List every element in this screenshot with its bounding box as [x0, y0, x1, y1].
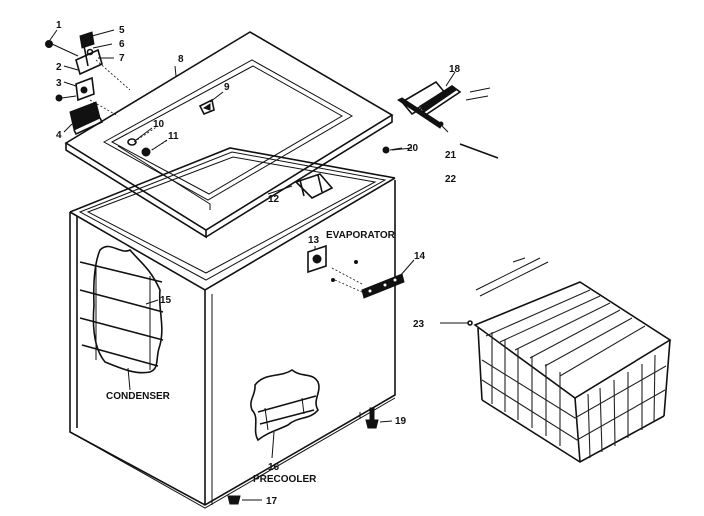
callout-23: 23: [413, 319, 425, 330]
callout-22: 22: [445, 174, 457, 185]
callout-7: 7: [119, 53, 125, 64]
label-precooler: PRECOOLER: [253, 474, 317, 485]
callout-5: 5: [119, 25, 125, 36]
callout-1: 1: [56, 20, 62, 31]
callout-18: 18: [449, 64, 461, 75]
gasket-parts: [382, 80, 499, 159]
callout-13: 13: [308, 235, 320, 246]
precooler-cutaway: [250, 369, 320, 442]
callout-2: 2: [56, 62, 62, 73]
callout-10: 10: [153, 119, 165, 130]
callout-3: 3: [56, 78, 62, 89]
callout-19: 19: [395, 416, 407, 427]
hinge-assembly: [45, 31, 131, 136]
callout-9: 9: [224, 82, 230, 93]
callout-6: 6: [119, 39, 125, 50]
freezer-cabinet: [69, 147, 396, 509]
callout-15: 15: [160, 295, 172, 306]
lid-hardware: [127, 98, 215, 157]
callout-20: 20: [407, 143, 419, 154]
callout-17: 17: [266, 496, 278, 507]
condenser-cutaway: [79, 245, 164, 374]
callout-14: 14: [414, 251, 426, 262]
leveling-foot-19: [365, 407, 393, 429]
callout-8: 8: [178, 54, 184, 65]
bracket-14: [331, 260, 405, 299]
leader-lines: [49, 29, 468, 459]
evaporator-grommet: [307, 244, 327, 274]
freezer-lid: [64, 31, 394, 239]
part-12: [294, 173, 334, 199]
callout-numbers: 1 2 3 4 5 6 7 8 9 10 11 12 13 14 15 16 1…: [56, 20, 461, 507]
leveling-foot-17: [227, 495, 262, 505]
label-evaporator: EVAPORATOR: [326, 230, 396, 241]
wire-basket: [467, 257, 672, 463]
part-labels: EVAPORATOR CONDENSER PRECOOLER: [106, 230, 396, 485]
callout-12: 12: [268, 194, 280, 205]
callout-11: 11: [168, 131, 179, 142]
callout-21: 21: [445, 150, 457, 161]
callout-4: 4: [56, 130, 62, 141]
callout-16: 16: [268, 462, 280, 473]
label-condenser: CONDENSER: [106, 391, 171, 402]
